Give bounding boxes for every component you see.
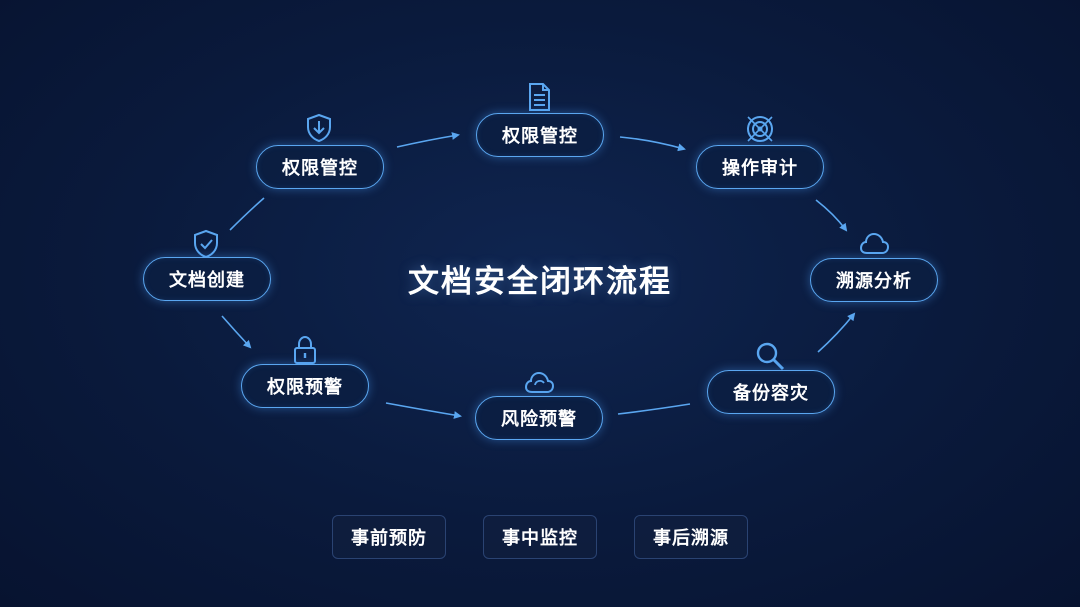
stage-tag-monitoring[interactable]: 事中监控 (483, 515, 597, 559)
node-risk-warning[interactable]: 风险预警 (475, 396, 603, 440)
node-permission-control-top[interactable]: 权限管控 (476, 113, 604, 157)
node-permission-warning[interactable]: 权限预警 (241, 364, 369, 408)
connector-warn-to-risk (385, 402, 462, 419)
radar-icon (744, 113, 776, 145)
node-trace-analysis[interactable]: 溯源分析 (810, 258, 938, 302)
connector-control-to-audit (619, 136, 686, 152)
shield-down-icon (303, 112, 335, 144)
connector-backup-to-trace (817, 312, 856, 353)
connector-create-to-control (229, 197, 265, 231)
stage-tag-tracing[interactable]: 事后溯源 (634, 515, 748, 559)
diagram-title: 文档安全闭环流程 (408, 264, 672, 300)
node-operation-audit[interactable]: 操作审计 (696, 145, 824, 189)
shield-check-icon (190, 228, 222, 260)
cloud-icon (858, 228, 890, 260)
cloud-sync-icon (523, 367, 555, 399)
node-backup-recovery[interactable]: 备份容灾 (707, 370, 835, 414)
stage-tag-prevention[interactable]: 事前预防 (332, 515, 446, 559)
lock-icon (289, 334, 321, 366)
connector-backup-to-risk (617, 403, 691, 415)
document-icon (523, 81, 555, 113)
connector-audit-to-trace (815, 199, 848, 232)
connector-create-to-warn (221, 315, 252, 349)
connector-control-to-control (396, 132, 460, 148)
node-permission-control-left[interactable]: 权限管控 (256, 145, 384, 189)
search-icon (754, 340, 786, 372)
node-document-create[interactable]: 文档创建 (143, 257, 271, 301)
